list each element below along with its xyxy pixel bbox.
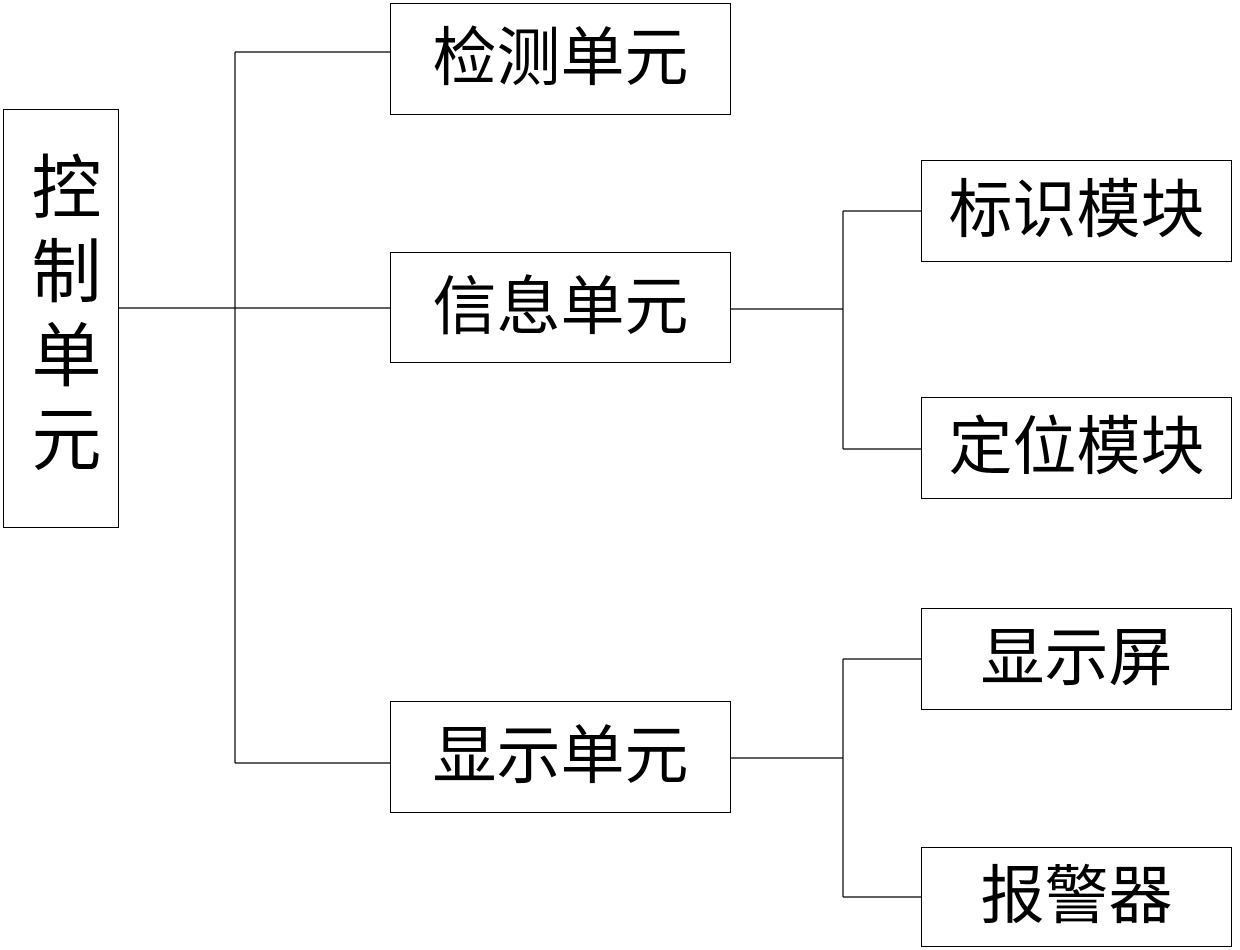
info-unit-box: 信息单元 [390,252,731,363]
control-unit-label: 控制单元 [26,151,96,487]
positioning-module-box: 定位模块 [921,397,1232,499]
alarm-label: 报警器 [981,865,1173,929]
display-unit-label: 显示单元 [433,725,689,789]
detect-unit-label: 检测单元 [433,27,689,91]
info-unit-label: 信息单元 [433,276,689,340]
positioning-module-label: 定位模块 [949,416,1205,480]
detect-unit-box: 检测单元 [390,3,731,115]
display-screen-label: 显示屏 [981,627,1173,691]
alarm-box: 报警器 [921,847,1232,947]
identification-module-box: 标识模块 [921,160,1232,262]
display-screen-box: 显示屏 [921,608,1232,710]
control-unit-box: 控制单元 [3,109,119,528]
display-unit-box: 显示单元 [390,701,731,813]
identification-module-label: 标识模块 [949,179,1205,243]
